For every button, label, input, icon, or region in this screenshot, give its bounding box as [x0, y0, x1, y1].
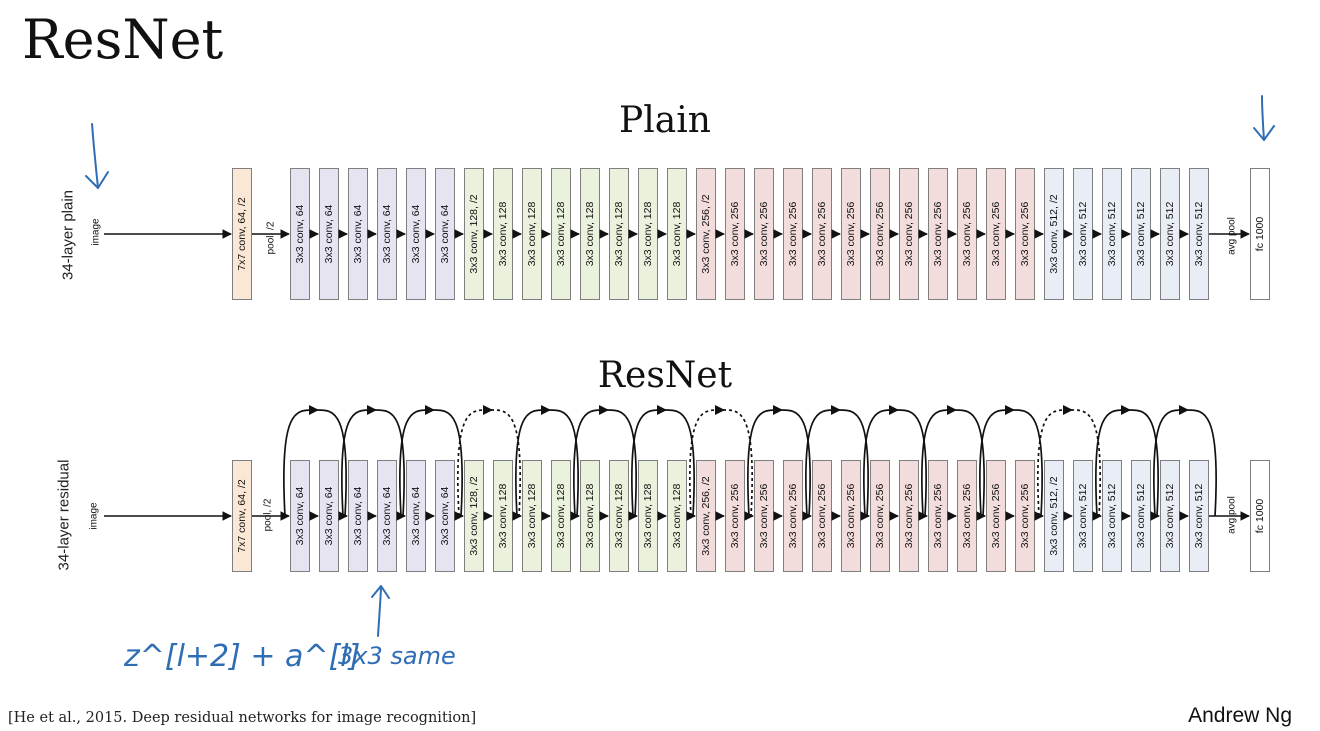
same-conv-annotation: 3x3 same	[338, 642, 456, 670]
plain-stem-conv: 7x7 conv, 64, /2	[232, 168, 252, 300]
identity-shortcut	[514, 409, 580, 517]
shortcut-arrowhead	[1179, 405, 1189, 415]
shortcut-arrowhead	[483, 405, 493, 415]
shortcut-arrowhead	[773, 405, 783, 415]
plain-fc-layer: fc 1000	[1250, 168, 1270, 300]
shortcut-arrowhead	[599, 405, 609, 415]
residual-fc-layer: fc 1000	[1250, 460, 1270, 572]
residual-shortcuts	[282, 405, 1218, 517]
projection-shortcut	[456, 409, 522, 517]
arrow-down-annotation-right	[1253, 95, 1275, 141]
identity-shortcut	[1094, 409, 1160, 517]
resnet-title: ResNet	[597, 355, 733, 396]
shortcut-arrowhead	[309, 405, 319, 415]
plain-conv-layer: 3x3 conv, 512	[1189, 168, 1209, 300]
shortcut-arrowhead	[657, 405, 667, 415]
shortcut-arrowhead	[1005, 405, 1015, 415]
identity-shortcut	[862, 409, 928, 517]
identity-shortcut	[398, 409, 464, 517]
identity-shortcut	[746, 409, 812, 517]
slide-title: ResNet	[22, 8, 224, 71]
identity-shortcut	[630, 409, 696, 517]
shortcut-arrowhead	[947, 405, 957, 415]
residual-conv-layer: 3x3 conv, 512	[1189, 460, 1209, 572]
shortcut-arrowhead	[1121, 405, 1131, 415]
identity-shortcut	[1152, 409, 1218, 517]
identity-shortcut	[920, 409, 986, 517]
identity-shortcut	[804, 409, 870, 517]
projection-shortcut	[688, 409, 754, 517]
shortcut-arrowhead	[1063, 405, 1073, 415]
identity-shortcut	[978, 409, 1044, 517]
residual-formula-annotation: z^[l+2] + a^[l]	[123, 639, 360, 674]
shortcut-arrowhead	[831, 405, 841, 415]
plain-title: Plain	[619, 100, 711, 141]
identity-shortcut	[572, 409, 638, 517]
identity-shortcut	[340, 409, 406, 517]
author: Andrew Ng	[1188, 704, 1292, 727]
shortcut-arrowhead	[425, 405, 435, 415]
shortcut-arrowhead	[541, 405, 551, 415]
shortcut-arrowhead	[367, 405, 377, 415]
shortcut-arrowhead	[889, 405, 899, 415]
citation: [He et al., 2015. Deep residual networks…	[8, 710, 477, 726]
shortcut-arrowhead	[715, 405, 725, 415]
identity-shortcut	[282, 409, 348, 517]
arrow-down-annotation-left	[85, 123, 109, 189]
projection-shortcut	[1036, 409, 1102, 517]
arrow-up-annotation	[371, 585, 390, 637]
residual-stem-conv: 7x7 conv, 64, /2	[232, 460, 252, 572]
